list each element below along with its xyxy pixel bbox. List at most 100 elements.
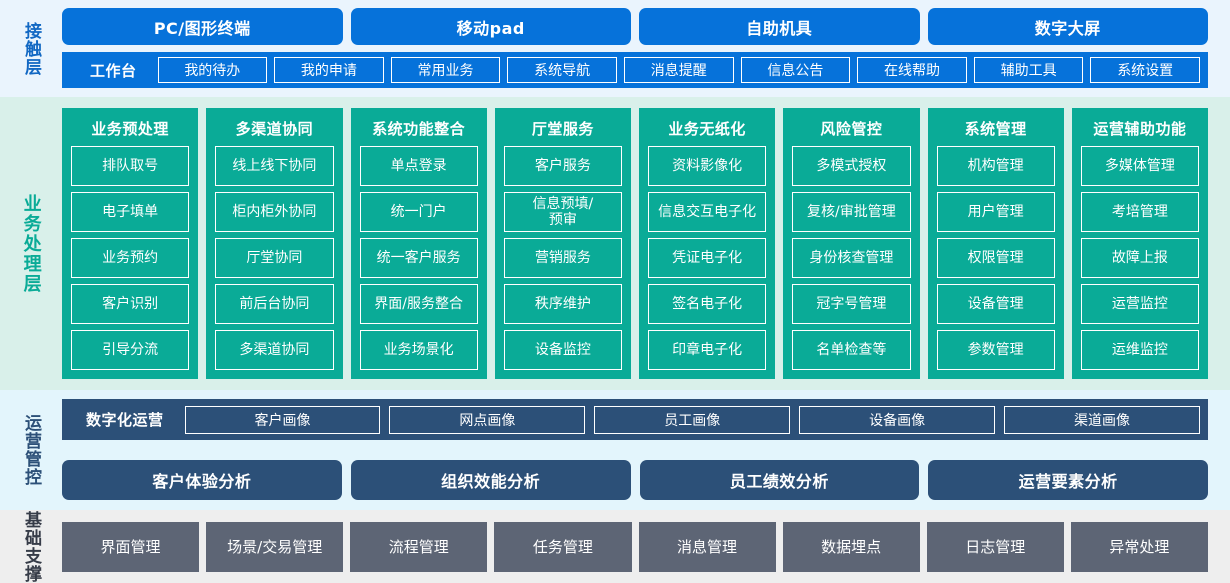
business-item[interactable]: 多渠道协同: [215, 330, 334, 370]
workbench-item[interactable]: 在线帮助: [857, 57, 967, 84]
contact-layer: 接触层 PC/图形终端 移动pad 自助机具 数字大屏 工作台 我的待办 我的申…: [0, 0, 1230, 97]
business-item[interactable]: 权限管理: [936, 238, 1055, 278]
business-column-title: 系统管理: [964, 119, 1027, 138]
business-item[interactable]: 引导分流: [71, 330, 190, 370]
workbench-item[interactable]: 系统导航: [507, 57, 617, 84]
analysis-item[interactable]: 组织效能分析: [350, 460, 631, 500]
business-item[interactable]: 凭证电子化: [648, 238, 767, 278]
base-item[interactable]: 界面管理: [62, 521, 200, 572]
operations-layer: 运营管控 数字化运营 客户画像 网点画像 员工画像 设备画像 渠道画像 客户体验…: [0, 390, 1230, 510]
analysis-item[interactable]: 员工绩效分析: [639, 460, 920, 500]
analysis-item[interactable]: 运营要素分析: [928, 460, 1208, 500]
workbench-item[interactable]: 消息提醒: [623, 57, 734, 84]
workbench-item[interactable]: 常用业务: [390, 57, 501, 84]
portrait-item[interactable]: 网点画像: [389, 405, 586, 434]
business-column: 风险管控 多模式授权 复核/审批管理 身份核查管理 冠字号管理 名单检查等: [783, 108, 920, 379]
channel-box[interactable]: PC/图形终端: [62, 8, 343, 46]
base-row: 界面管理 场景/交易管理 流程管理 任务管理 消息管理 数据埋点 日志管理 异常…: [62, 521, 1208, 572]
business-column-title: 风险管控: [820, 119, 883, 138]
business-item[interactable]: 电子填单: [71, 192, 190, 232]
business-layer-label: 业务处理层: [20, 193, 42, 294]
business-item[interactable]: 设备监控: [503, 330, 622, 370]
business-item[interactable]: 厅堂协同: [215, 238, 334, 278]
business-item[interactable]: 营销服务: [503, 238, 622, 278]
workbench-item[interactable]: 我的申请: [274, 57, 384, 84]
analysis-row: 客户体验分析 组织效能分析 员工绩效分析 运营要素分析: [62, 460, 1208, 500]
business-item[interactable]: 业务预约: [71, 238, 190, 278]
business-layer: 业务处理层 业务预处理 排队取号 电子填单 业务预约 客户识别 引导分流 多渠道…: [0, 97, 1230, 390]
base-item[interactable]: 异常处理: [1070, 521, 1208, 572]
digital-operations-bar: 数字化运营 客户画像 网点画像 员工画像 设备画像 渠道画像: [62, 399, 1208, 440]
business-item[interactable]: 客户服务: [503, 146, 622, 186]
business-item[interactable]: 单点登录: [359, 146, 478, 186]
business-item[interactable]: 统一门户: [359, 192, 478, 232]
digital-operations-title: 数字化运营: [86, 411, 164, 429]
business-item[interactable]: 秩序维护: [503, 284, 622, 324]
business-item[interactable]: 参数管理: [936, 330, 1055, 370]
workbench-item[interactable]: 系统设置: [1090, 57, 1200, 84]
workbench-item[interactable]: 我的待办: [157, 57, 268, 84]
business-item[interactable]: 多媒体管理: [1080, 146, 1199, 186]
base-item[interactable]: 任务管理: [494, 521, 632, 572]
business-item[interactable]: 身份核查管理: [792, 238, 911, 278]
business-column: 运营辅助功能 多媒体管理 考培管理 故障上报 运营监控 运维监控: [1071, 108, 1208, 379]
business-item[interactable]: 运营监控: [1080, 284, 1199, 324]
business-item[interactable]: 印章电子化: [648, 330, 767, 370]
business-item[interactable]: 排队取号: [71, 146, 190, 186]
business-item[interactable]: 冠字号管理: [792, 284, 911, 324]
contact-layer-label: 接触层: [21, 21, 42, 76]
base-item[interactable]: 日志管理: [926, 521, 1064, 572]
portrait-item[interactable]: 渠道画像: [1004, 405, 1200, 434]
business-item[interactable]: 多模式授权: [792, 146, 911, 186]
business-layer-body: 业务预处理 排队取号 电子填单 业务预约 客户识别 引导分流 多渠道协同 线上线…: [62, 97, 1230, 390]
business-item[interactable]: 签名电子化: [648, 284, 767, 324]
business-item[interactable]: 统一客户服务: [359, 238, 478, 278]
business-item[interactable]: 机构管理: [936, 146, 1055, 186]
business-column-title: 多渠道协同: [235, 119, 314, 138]
base-layer: 基础支撑 界面管理 场景/交易管理 流程管理 任务管理 消息管理 数据埋点 日志…: [0, 510, 1230, 583]
business-item[interactable]: 前后台协同: [215, 284, 334, 324]
business-item[interactable]: 业务场景化: [359, 330, 478, 370]
base-layer-label: 基础支撑: [21, 510, 42, 583]
business-column: 系统功能整合 单点登录 统一门户 统一客户服务 界面/服务整合 业务场景化: [350, 108, 487, 379]
channel-box[interactable]: 移动pad: [350, 8, 631, 46]
portrait-item[interactable]: 设备画像: [799, 405, 996, 434]
business-column: 业务无纸化 资料影像化 信息交互电子化 凭证电子化 签名电子化 印章电子化: [639, 108, 776, 379]
workbench-item[interactable]: 信息公告: [740, 57, 851, 84]
business-item[interactable]: 客户识别: [71, 284, 190, 324]
base-item[interactable]: 消息管理: [638, 521, 776, 572]
analysis-item[interactable]: 客户体验分析: [62, 460, 342, 500]
workbench-item[interactable]: 辅助工具: [973, 57, 1084, 84]
business-item[interactable]: 故障上报: [1080, 238, 1199, 278]
business-column: 厅堂服务 客户服务 信息预填/ 预审 营销服务 秩序维护 设备监控: [494, 108, 631, 379]
business-item[interactable]: 复核/审批管理: [792, 192, 911, 232]
business-item[interactable]: 界面/服务整合: [359, 284, 478, 324]
workbench-bar: 工作台 我的待办 我的申请 常用业务 系统导航 消息提醒 信息公告 在线帮助 辅…: [62, 52, 1208, 88]
business-column-title: 系统功能整合: [372, 119, 466, 138]
channel-box[interactable]: 数字大屏: [927, 8, 1208, 46]
portrait-item[interactable]: 客户画像: [184, 405, 381, 434]
business-item[interactable]: 用户管理: [936, 192, 1055, 232]
business-item[interactable]: 考培管理: [1080, 192, 1199, 232]
channel-box[interactable]: 自助机具: [639, 8, 920, 46]
business-column: 系统管理 机构管理 用户管理 权限管理 设备管理 参数管理: [927, 108, 1064, 379]
base-item[interactable]: 场景/交易管理: [206, 521, 344, 572]
business-item[interactable]: 运维监控: [1080, 330, 1199, 370]
operations-layer-body: 数字化运营 客户画像 网点画像 员工画像 设备画像 渠道画像 客户体验分析 组织…: [62, 390, 1230, 510]
business-item[interactable]: 名单检查等: [792, 330, 911, 370]
business-item[interactable]: 信息交互电子化: [648, 192, 767, 232]
portrait-item[interactable]: 员工画像: [594, 405, 791, 434]
business-item[interactable]: 资料影像化: [648, 146, 767, 186]
business-item[interactable]: 设备管理: [936, 284, 1055, 324]
business-column-title: 厅堂服务: [531, 119, 594, 138]
contact-layer-body: PC/图形终端 移动pad 自助机具 数字大屏 工作台 我的待办 我的申请 常用…: [62, 0, 1230, 97]
business-item[interactable]: 信息预填/ 预审: [503, 192, 622, 232]
base-layer-body: 界面管理 场景/交易管理 流程管理 任务管理 消息管理 数据埋点 日志管理 异常…: [62, 510, 1230, 583]
base-item[interactable]: 流程管理: [350, 521, 488, 572]
operations-layer-label: 运营管控: [21, 414, 42, 486]
base-item[interactable]: 数据埋点: [782, 521, 920, 572]
business-columns: 业务预处理 排队取号 电子填单 业务预约 客户识别 引导分流 多渠道协同 线上线…: [62, 108, 1208, 379]
business-item[interactable]: 柜内柜外协同: [215, 192, 334, 232]
business-item[interactable]: 线上线下协同: [215, 146, 334, 186]
